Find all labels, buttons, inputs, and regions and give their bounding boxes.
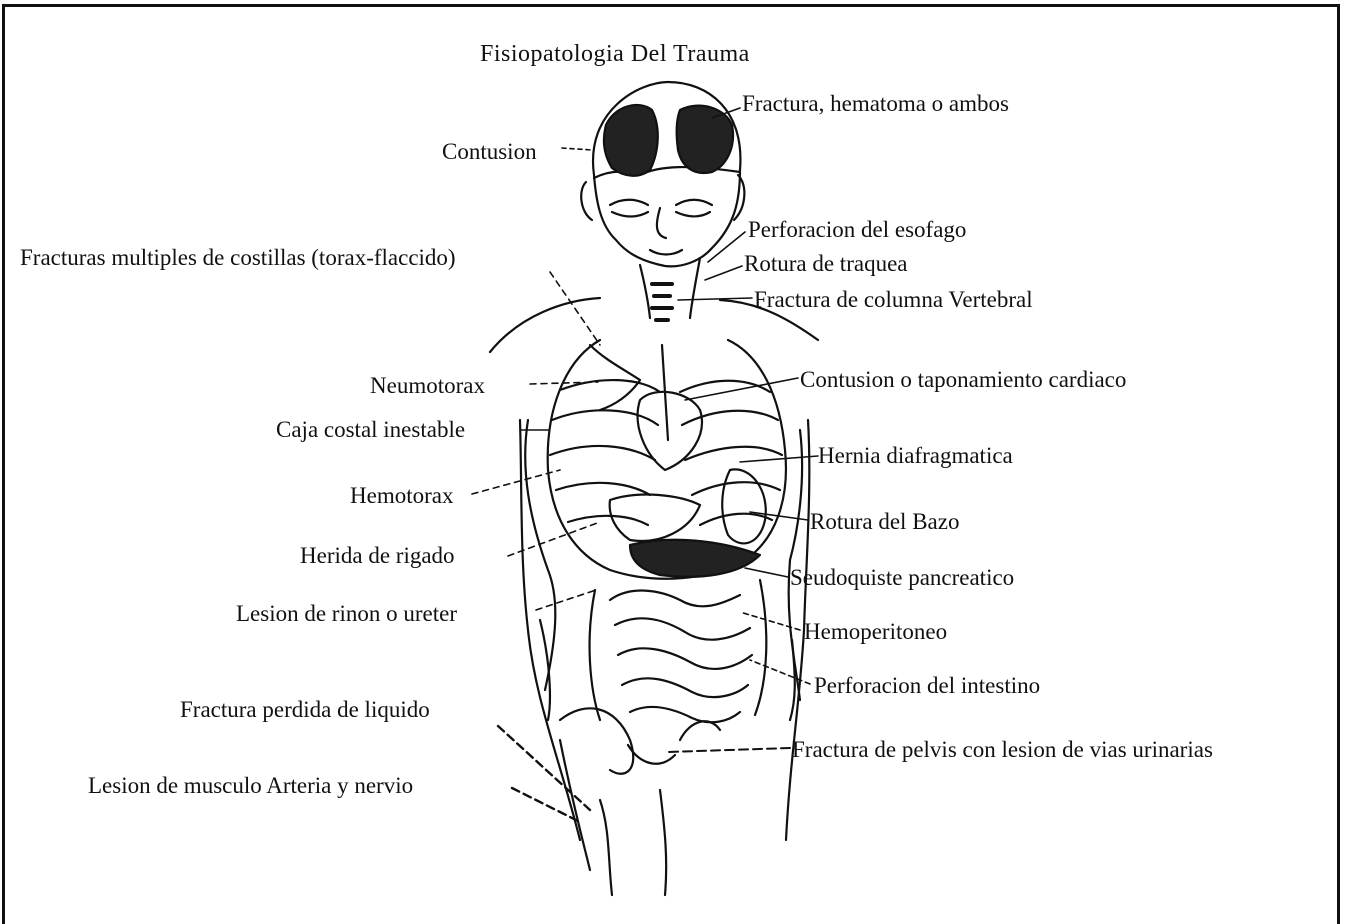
leader-pelvis (668, 748, 790, 752)
pelvic-ring (628, 745, 675, 764)
intestine-1 (610, 591, 740, 607)
intestine-5 (630, 707, 740, 722)
label-hemothorax: Hemotorax (350, 484, 453, 507)
leader-ribs (550, 272, 600, 345)
leader-pneumothorax (530, 382, 598, 384)
eye-left (610, 200, 648, 217)
label-multiple-rib-fractures: Fracturas multiples de costillas (torax-… (20, 246, 456, 269)
spleen (722, 469, 766, 543)
leg-left (560, 740, 612, 895)
leader-spine (678, 298, 752, 300)
diagram-title: Fisiopatologia Del Trauma (480, 42, 750, 66)
label-pancreas: Seudoquiste pancreatico (790, 566, 1014, 589)
label-diaphragm: Hernia diafragmatica (818, 444, 1013, 467)
rib-5 (568, 514, 772, 525)
pelvis-right (680, 721, 720, 740)
label-unstable-ribcage: Caja costal inestable (276, 418, 465, 441)
nose (657, 208, 666, 238)
colon (590, 580, 767, 720)
leader-contusion (562, 148, 592, 150)
label-cardiac: Contusion o taponamiento cardiaco (800, 368, 1126, 391)
intestine-4 (622, 678, 748, 697)
rib-2 (552, 410, 778, 425)
heart (638, 392, 702, 470)
label-pelvis: Fractura de pelvis con lesion de vias ur… (792, 738, 1213, 761)
pelvis-left (560, 708, 633, 773)
leader-pancreas (745, 568, 788, 577)
brain-left (604, 105, 658, 176)
label-spleen: Rotura del Bazo (810, 510, 959, 533)
leader-fluid (498, 726, 590, 810)
rib-4 (556, 482, 780, 495)
label-intestine: Perforacion del intestino (814, 674, 1040, 697)
neck-left (640, 265, 650, 318)
lung-left (590, 345, 640, 410)
leader-kidney (536, 590, 596, 610)
vertebrae (652, 284, 672, 320)
label-fluid-loss: Fractura perdida de liquido (180, 698, 430, 721)
label-spine: Fractura de columna Vertebral (754, 288, 1033, 311)
label-trachea: Rotura de traquea (744, 252, 907, 275)
eye-right (676, 200, 712, 217)
label-hemoperitoneum: Hemoperitoneo (804, 620, 947, 643)
label-head-fracture: Fractura, hematoma o ambos (742, 92, 1009, 115)
intestine-3 (618, 648, 752, 669)
label-liver: Herida de rigado (300, 544, 455, 567)
label-esophagus: Perforacion del esofago (748, 218, 966, 241)
pancreas (630, 540, 760, 577)
label-contusion: Contusion (442, 140, 537, 163)
mouth (650, 250, 682, 255)
brain-right (677, 106, 733, 173)
leader-hemoperitoneum (740, 612, 800, 630)
label-pneumothorax: Neumotorax (370, 374, 485, 397)
shoulder-left (490, 298, 600, 352)
leader-diaphragm (740, 456, 818, 462)
neck-right (690, 258, 700, 318)
ear-left (581, 182, 592, 220)
leader-hemothorax (472, 470, 560, 494)
label-kidney: Lesion de rinon o ureter (236, 602, 457, 625)
rib-3 (550, 446, 782, 460)
leg-right (660, 790, 666, 895)
label-muscle: Lesion de musculo Arteria y nervio (88, 774, 413, 797)
intestine-2 (615, 618, 750, 639)
leader-trachea (705, 266, 742, 280)
hip-outline (540, 620, 795, 720)
